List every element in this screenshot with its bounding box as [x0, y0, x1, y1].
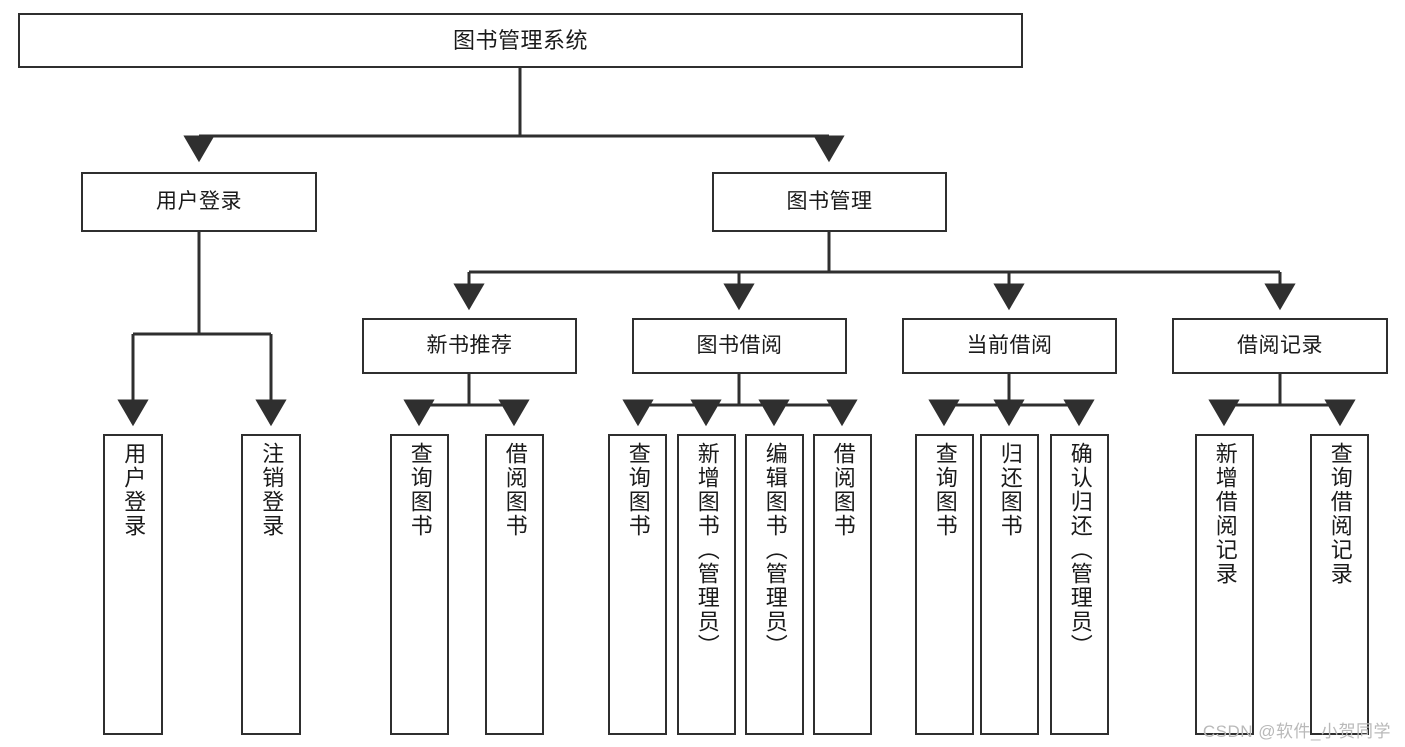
leaf-cb-return-book-label: 归还图书 [997, 442, 1023, 538]
leaf-cb-confirm-return[interactable]: 确认归还（管理员） [1050, 434, 1109, 735]
node-current-borrow[interactable]: 当前借阅 [902, 318, 1117, 374]
leaf-bb-edit-book[interactable]: 编辑图书（管理员） [745, 434, 804, 735]
leaf-user-login-label: 用户登录 [121, 442, 147, 538]
node-user-login[interactable]: 用户登录 [81, 172, 317, 232]
node-borrow-records[interactable]: 借阅记录 [1172, 318, 1388, 374]
leaf-cb-confirm-return-label: 确认归还（管理员） [1067, 442, 1093, 658]
node-book-management-label: 图书管理 [786, 189, 873, 213]
leaf-nb-query-book-label: 查询图书 [407, 442, 433, 538]
leaf-bb-add-book-label: 新增图书（管理员） [694, 442, 720, 658]
node-root[interactable]: 图书管理系统 [18, 13, 1023, 68]
node-user-login-label: 用户登录 [156, 189, 242, 213]
leaf-bb-edit-book-label: 编辑图书（管理员） [762, 442, 788, 658]
leaf-br-query-record-label: 查询借阅记录 [1327, 442, 1353, 586]
leaf-br-query-record[interactable]: 查询借阅记录 [1310, 434, 1369, 735]
node-new-book-recommend-label: 新书推荐 [426, 333, 513, 357]
leaf-cb-query-book-label: 查询图书 [932, 442, 958, 538]
leaf-nb-borrow-book-label: 借阅图书 [502, 442, 528, 538]
leaf-cb-query-book[interactable]: 查询图书 [915, 434, 974, 735]
node-new-book-recommend[interactable]: 新书推荐 [362, 318, 577, 374]
leaf-bb-query-book[interactable]: 查询图书 [608, 434, 667, 735]
leaf-br-add-record[interactable]: 新增借阅记录 [1195, 434, 1254, 735]
leaf-nb-borrow-book[interactable]: 借阅图书 [485, 434, 544, 735]
node-root-label: 图书管理系统 [452, 27, 588, 53]
node-borrow-records-label: 借阅记录 [1237, 333, 1323, 357]
leaf-bb-borrow-book[interactable]: 借阅图书 [813, 434, 872, 735]
leaf-logout-label: 注销登录 [259, 442, 285, 538]
leaf-nb-query-book[interactable]: 查询图书 [390, 434, 449, 735]
leaf-user-login[interactable]: 用户登录 [103, 434, 163, 735]
leaf-bb-borrow-book-label: 借阅图书 [830, 442, 856, 538]
leaf-logout[interactable]: 注销登录 [241, 434, 301, 735]
node-book-management[interactable]: 图书管理 [712, 172, 947, 232]
leaf-bb-add-book[interactable]: 新增图书（管理员） [677, 434, 736, 735]
node-current-borrow-label: 当前借阅 [966, 333, 1053, 357]
leaf-bb-query-book-label: 查询图书 [625, 442, 651, 538]
node-book-borrow-label: 图书借阅 [696, 333, 783, 357]
leaf-br-add-record-label: 新增借阅记录 [1212, 442, 1238, 586]
leaf-cb-return-book[interactable]: 归还图书 [980, 434, 1039, 735]
node-book-borrow[interactable]: 图书借阅 [632, 318, 847, 374]
